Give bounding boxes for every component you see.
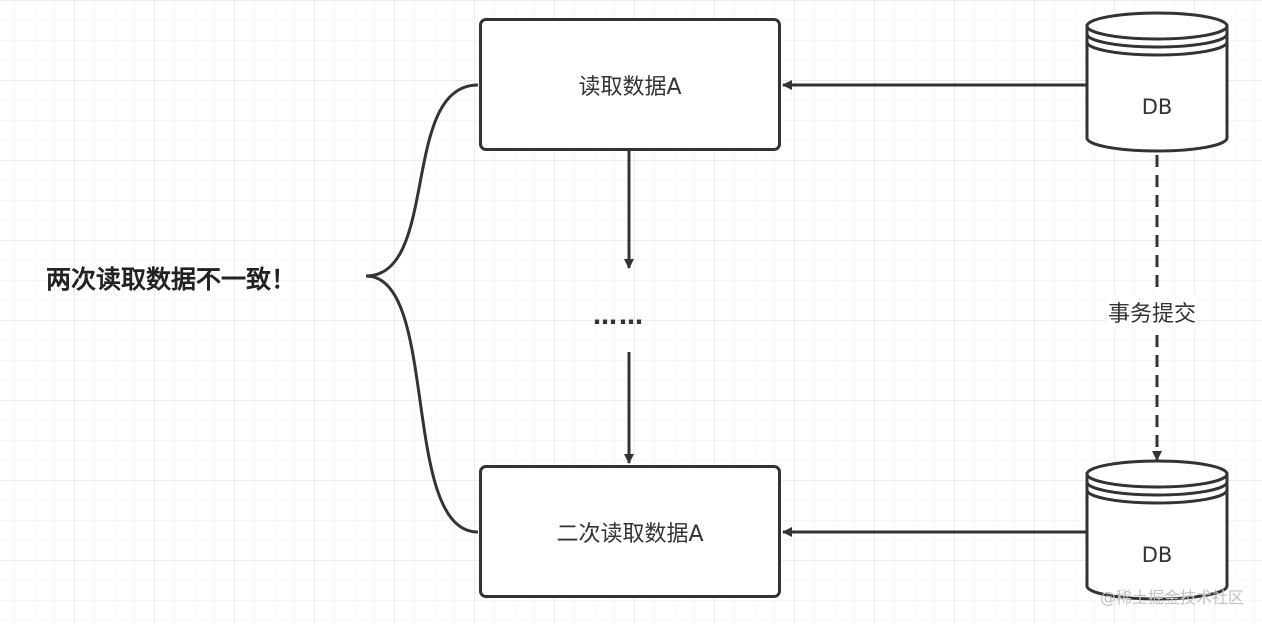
commit-label: 事务提交 xyxy=(1106,294,1199,330)
watermark: @稀土掘金技术社区 xyxy=(1099,588,1244,607)
second-read-box: 二次读取数据A xyxy=(479,465,781,598)
first-read-box: 读取数据A xyxy=(479,18,781,151)
db-cylinder-bottom xyxy=(1085,459,1229,601)
second-read-label: 二次读取数据A xyxy=(556,521,704,547)
first-read-label: 读取数据A xyxy=(578,74,682,100)
ellipsis-label: …… xyxy=(593,302,645,330)
left-brace xyxy=(365,83,479,534)
db-bottom-label: DB xyxy=(1141,543,1173,567)
db-top-label: DB xyxy=(1141,95,1173,119)
inconsistency-note: 两次读取数据不一致！ xyxy=(46,265,297,294)
db-cylinder-top xyxy=(1085,11,1229,153)
